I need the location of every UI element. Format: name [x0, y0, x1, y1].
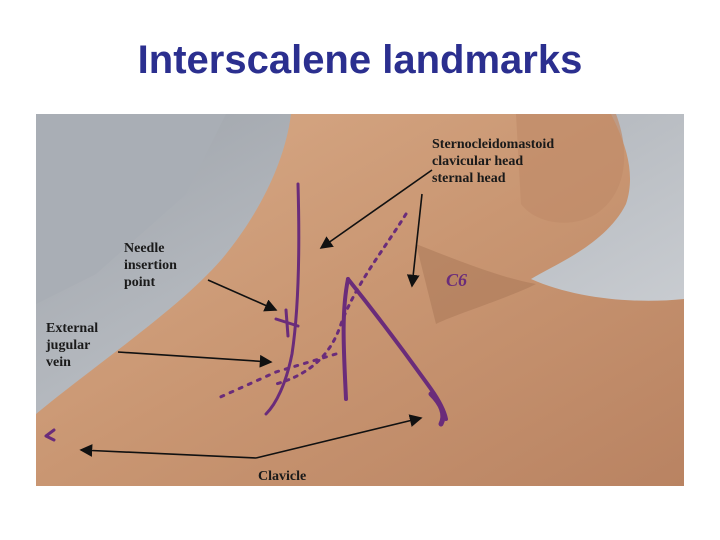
needle-label-line-3: point	[124, 275, 156, 290]
skin-area	[36, 114, 684, 486]
scm-clavicular-line	[341, 277, 350, 401]
ejv-label-line-1: External	[46, 321, 99, 336]
jaw-shading	[516, 114, 625, 223]
neck-anatomy-photo: Sternocleidomastoid clavicular head ster…	[36, 114, 684, 486]
neck-shadow	[416, 244, 536, 324]
insertion-cross	[274, 308, 300, 338]
clavicle-mark-left	[44, 428, 56, 442]
needle-label-line-2: insertion	[124, 258, 177, 273]
ejv-label: External jugular vein	[46, 320, 98, 371]
clavicle-label-line-1: Clavicle	[258, 469, 307, 484]
c6-mark: C6	[446, 270, 468, 290]
neck-photo-drawing	[36, 114, 684, 486]
needle-label-line-1: Needle	[124, 241, 165, 256]
needle-label: Needle insertion point	[124, 240, 177, 291]
dotted-line-lower	[214, 352, 338, 401]
scm-label-line-2: clavicular head	[432, 154, 524, 169]
ejv-label-line-3: vein	[46, 355, 71, 370]
scm-label: Sternocleidomastoid clavicular head ster…	[432, 136, 554, 187]
ejv-line	[264, 182, 301, 416]
ejv-label-line-2: jugular	[46, 338, 91, 353]
pointer-arrows	[79, 169, 433, 459]
sheet-left	[36, 114, 226, 304]
scm-label-line-3: sternal head	[432, 171, 506, 186]
slide-title: Interscalene landmarks	[137, 38, 583, 82]
clavicle-mark-right	[428, 391, 446, 427]
scm-label-line-1: Sternocleidomastoid	[432, 137, 555, 152]
marker-lines	[44, 182, 448, 442]
dotted-line-upper	[274, 212, 408, 386]
clavicle-label: Clavicle	[258, 468, 306, 485]
